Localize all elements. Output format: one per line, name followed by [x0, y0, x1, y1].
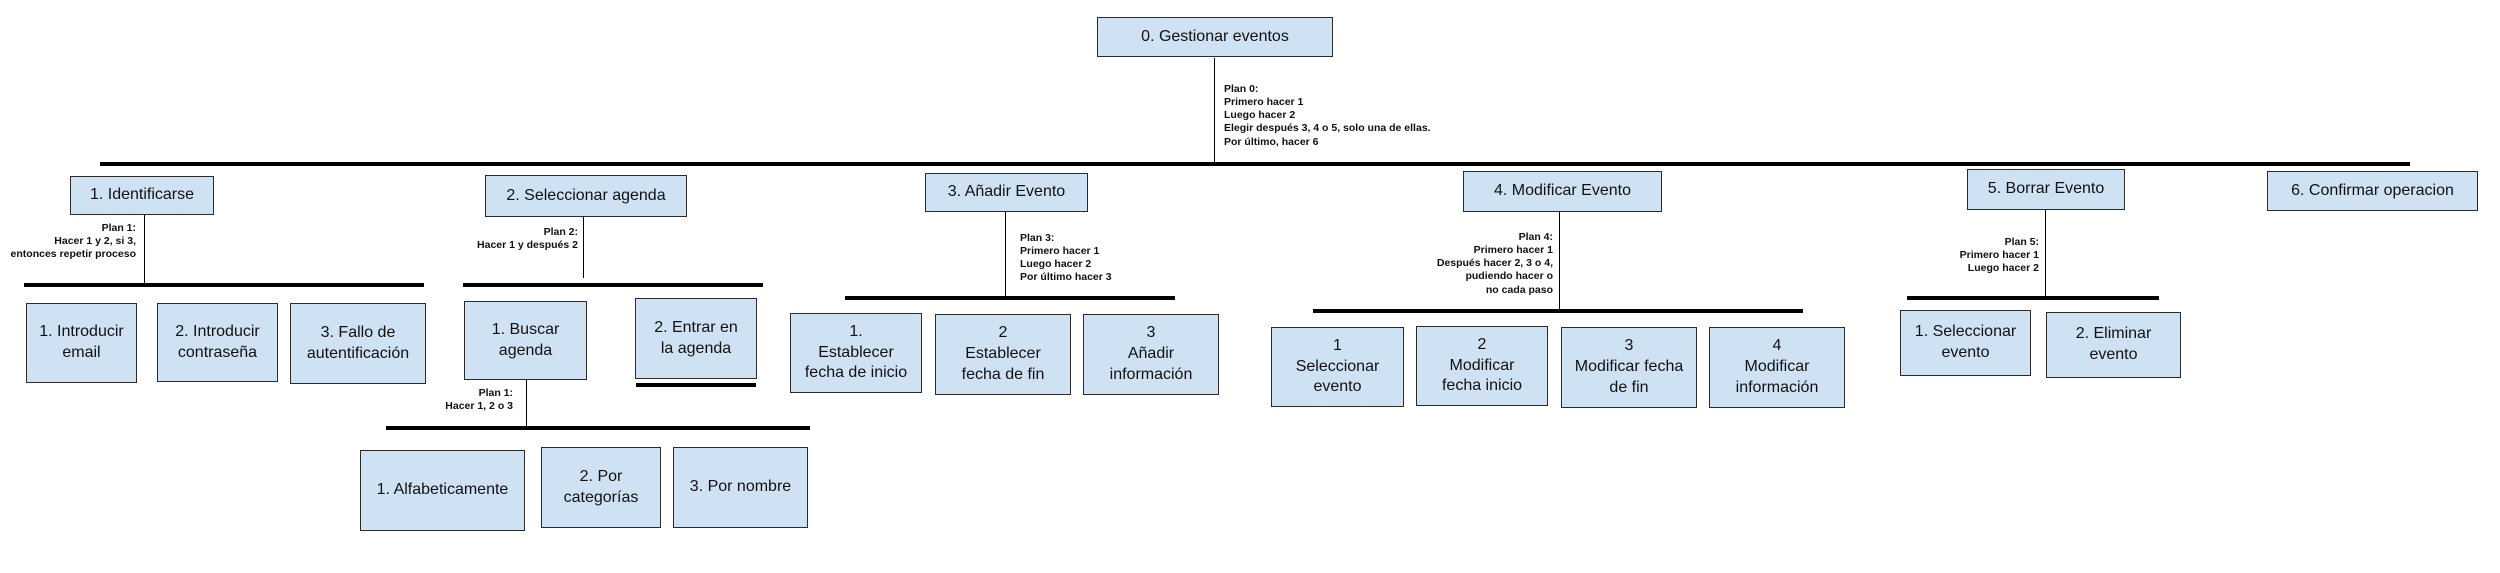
task-node-identificarse: 1. Identificarse	[70, 176, 214, 215]
plan21-bar	[386, 426, 810, 430]
level1-bar	[100, 162, 2410, 166]
plan3-bar	[845, 296, 1175, 300]
task-node-introducir-contrasena: 2. Introducir contraseña	[157, 303, 278, 382]
plan-5-note: Plan 5: Primero hacer 1 Luego hacer 2	[1959, 236, 2039, 275]
task-node-borrar-evento: 5. Borrar Evento	[1967, 169, 2125, 210]
task-node-por-categorias: 2. Por categorías	[541, 447, 661, 528]
plan1-bar	[24, 283, 424, 287]
task-node-por-nombre: 3. Por nombre	[673, 447, 808, 528]
task-node-modificar-informacion: 4 Modificar información	[1709, 327, 1845, 408]
task-node-modificar-fecha-fin: 3 Modificar fecha de fin	[1561, 327, 1697, 408]
plan-3-note: Plan 3: Primero hacer 1 Luego hacer 2 Po…	[1020, 232, 1112, 284]
task-node-entrar-agenda: 2. Entrar en la agenda	[635, 298, 757, 379]
plan2-bar	[463, 283, 763, 287]
task-node-anadir-informacion: 3 Añadir información	[1083, 314, 1219, 395]
plan4-bar	[1313, 309, 1803, 313]
task-node-establecer-fecha-inicio: 1. Establecer fecha de inicio	[790, 313, 922, 393]
task-node-establecer-fecha-fin: 2 Establecer fecha de fin	[935, 314, 1071, 395]
task-node-seleccionar-evento: 1 Seleccionar evento	[1271, 327, 1404, 407]
task-node-fallo-autentificacion: 3. Fallo de autentificación	[290, 303, 426, 384]
connector-line	[1005, 212, 1007, 298]
task-node-borrar-seleccionar-evento: 1. Seleccionar evento	[1900, 310, 2031, 376]
task-node-root: 0. Gestionar eventos	[1097, 17, 1333, 57]
task-node-modificar-fecha-inicio: 2 Modificar fecha inicio	[1416, 326, 1548, 406]
task-node-buscar-agenda: 1. Buscar agenda	[464, 301, 587, 380]
task-node-seleccionar-agenda: 2. Seleccionar agenda	[485, 175, 687, 217]
connector-line	[583, 217, 585, 278]
plan5-bar	[1907, 296, 2159, 300]
plan-0-note: Plan 0: Primero hacer 1 Luego hacer 2 El…	[1224, 83, 1431, 148]
task-node-alfabeticamente: 1. Alfabeticamente	[360, 450, 525, 531]
agenda-underline	[636, 383, 756, 387]
plan-2-note: Plan 2: Hacer 1 y después 2	[477, 226, 578, 252]
connector-line	[526, 380, 528, 426]
task-node-anadir-evento: 3. Añadir Evento	[925, 173, 1088, 212]
task-node-modificar-evento: 4. Modificar Evento	[1463, 171, 1662, 212]
plan-2-1-note: Plan 1: Hacer 1, 2 o 3	[445, 387, 513, 413]
connector-line	[144, 215, 146, 285]
connector-line	[1559, 212, 1561, 310]
plan-4-note: Plan 4: Primero hacer 1 Después hacer 2,…	[1436, 231, 1553, 296]
task-node-eliminar-evento: 2. Eliminar evento	[2046, 312, 2181, 378]
plan-1-note: Plan 1: Hacer 1 y 2, si 3, entonces repe…	[10, 222, 136, 261]
connector-line	[2045, 210, 2047, 298]
task-node-introducir-email: 1. Introducir email	[26, 303, 137, 383]
task-node-confirmar-operacion: 6. Confirmar operacion	[2267, 171, 2478, 211]
connector-line	[1214, 58, 1216, 164]
